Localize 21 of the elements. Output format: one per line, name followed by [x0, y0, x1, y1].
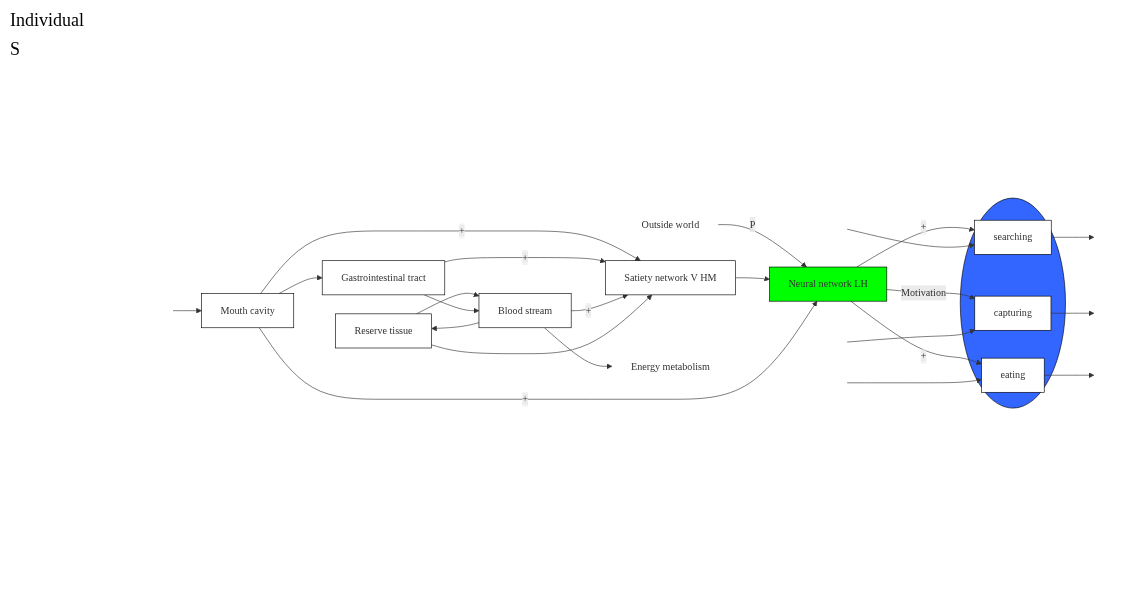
edge-label: +: [522, 251, 528, 263]
edge-label: Motivation: [901, 287, 947, 298]
node-box: Reserve tissue: [335, 313, 432, 349]
node-box: Blood stream: [478, 293, 572, 328]
edge-label: +: [459, 225, 465, 236]
edge-label: +: [522, 393, 528, 405]
edge-label: P: [749, 218, 756, 230]
node-box: searching: [974, 219, 1052, 255]
node-text: Outside world: [641, 218, 700, 230]
node-box: Mouth cavity: [201, 293, 295, 328]
node-box: Satiety network V HM: [605, 260, 736, 296]
node-box: Gastrointestinal tract: [321, 260, 446, 296]
edge-label: +: [920, 221, 927, 233]
note-label: Individual: [10, 10, 85, 31]
edge-label: +: [585, 304, 592, 316]
note-label: S: [10, 39, 21, 60]
node-box: eating: [981, 357, 1045, 393]
node-box: Neural network LH: [769, 266, 888, 302]
node-text: Energy metabolism: [631, 360, 710, 372]
node-box: capturing: [974, 295, 1052, 331]
edge-label: +: [920, 350, 927, 362]
